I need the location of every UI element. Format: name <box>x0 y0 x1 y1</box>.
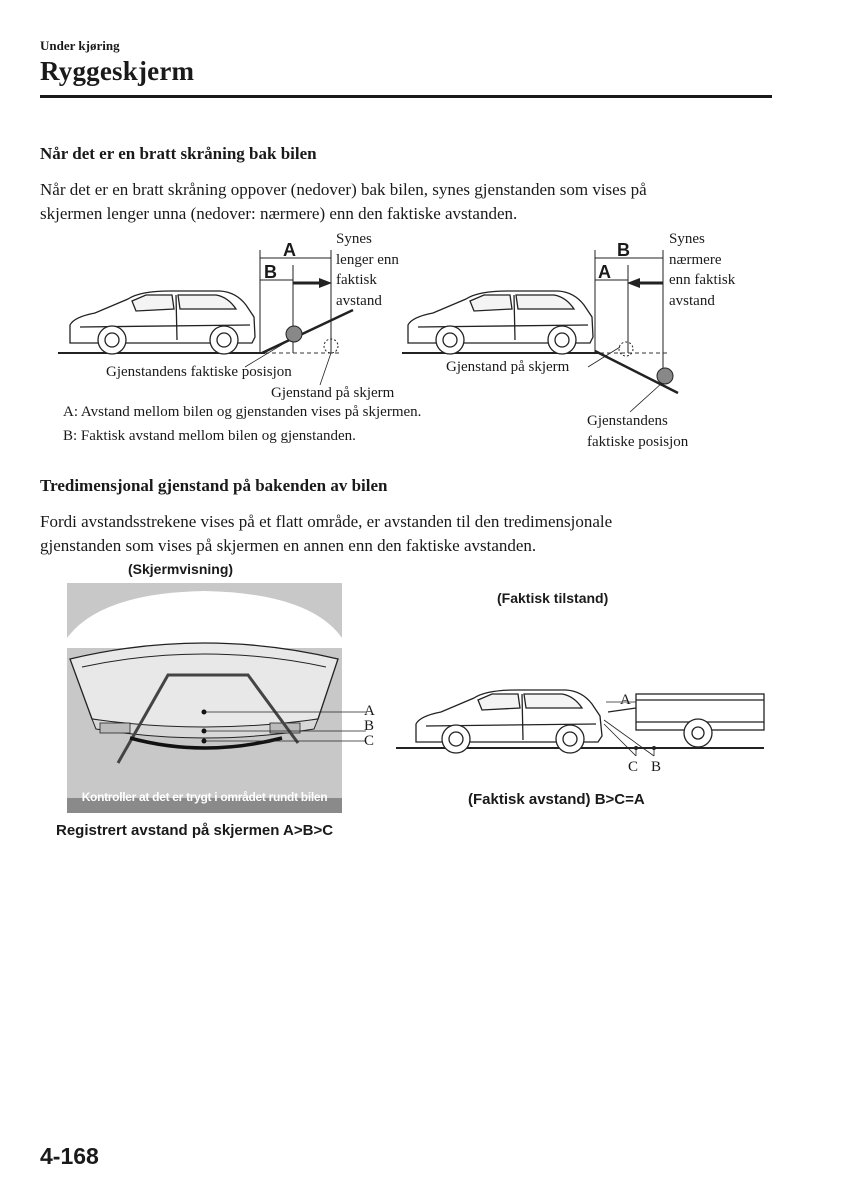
actual-label-A: A <box>620 692 631 709</box>
downhill-label-B: B <box>617 240 630 261</box>
three-d-paragraph-line1: Fordi avstandsstrekene vises på et flatt… <box>40 510 780 534</box>
car-illustration <box>70 291 255 354</box>
downhill-note-line4: avstand <box>669 291 735 312</box>
downhill-actual-line2: faktiske posisjon <box>587 432 688 453</box>
downhill-actual-position-label: Gjenstandens faktiske posisjon <box>587 411 688 453</box>
three-d-paragraph-line2: gjenstanden som vises på skjermen en ann… <box>40 534 780 558</box>
screen-footer: Registrert avstand på skjermen A>B>C <box>56 822 333 839</box>
downhill-label-A: A <box>598 262 611 283</box>
screen-label-B: B <box>364 719 375 734</box>
three-d-paragraph: Fordi avstandsstrekene vises på et flatt… <box>40 510 780 558</box>
page-number: 4-168 <box>40 1143 99 1170</box>
uphill-on-screen-label: Gjenstand på skjerm <box>271 385 394 402</box>
downhill-note: Synes nærmere enn faktisk avstand <box>669 229 735 311</box>
car-illustration <box>408 291 593 354</box>
downhill-actual-line1: Gjenstandens <box>587 411 688 432</box>
slope-heading: Når det er en bratt skråning bak bilen <box>40 144 317 164</box>
title-rule <box>40 95 772 98</box>
screen-label-A: A <box>364 704 375 719</box>
uphill-actual-position-label: Gjenstandens faktiske posisjon <box>106 364 292 381</box>
screen-view-title: (Skjermvisning) <box>128 561 233 577</box>
actual-condition-diagram <box>396 672 776 772</box>
uphill-label-A: A <box>283 240 296 261</box>
screen-label-C: C <box>364 734 375 749</box>
three-d-heading: Tredimensjonal gjenstand på bakenden av … <box>40 476 387 496</box>
legend-B: B: Faktisk avstand mellom bilen og gjens… <box>63 428 356 445</box>
slope-paragraph: Når det er en bratt skråning oppover (ne… <box>40 178 780 226</box>
actual-label-C: C <box>628 759 638 776</box>
camera-caption: Kontroller at det er trygt i området run… <box>67 790 342 804</box>
section-label: Under kjøring <box>40 38 120 54</box>
camera-screen-view <box>60 583 380 813</box>
slope-paragraph-line1: Når det er en bratt skråning oppover (ne… <box>40 178 780 202</box>
screen-labels: A B C <box>364 704 375 749</box>
slope-paragraph-line2: skjermen lenger unna (nedover: nærmere) … <box>40 202 780 226</box>
legend-A: A: Avstand mellom bilen og gjenstanden v… <box>63 404 421 421</box>
downhill-on-screen-label: Gjenstand på skjerm <box>446 359 569 376</box>
page-title: Ryggeskjerm <box>40 56 194 87</box>
car-illustration <box>416 690 602 753</box>
actual-label-B: B <box>651 759 661 776</box>
downhill-note-line2: nærmere <box>669 250 735 271</box>
downhill-note-line3: enn faktisk <box>669 270 735 291</box>
downhill-note-line1: Synes <box>669 229 735 250</box>
actual-title: (Faktisk tilstand) <box>497 590 608 606</box>
uphill-label-B: B <box>264 262 277 283</box>
actual-footer: (Faktisk avstand) B>C=A <box>468 791 645 808</box>
